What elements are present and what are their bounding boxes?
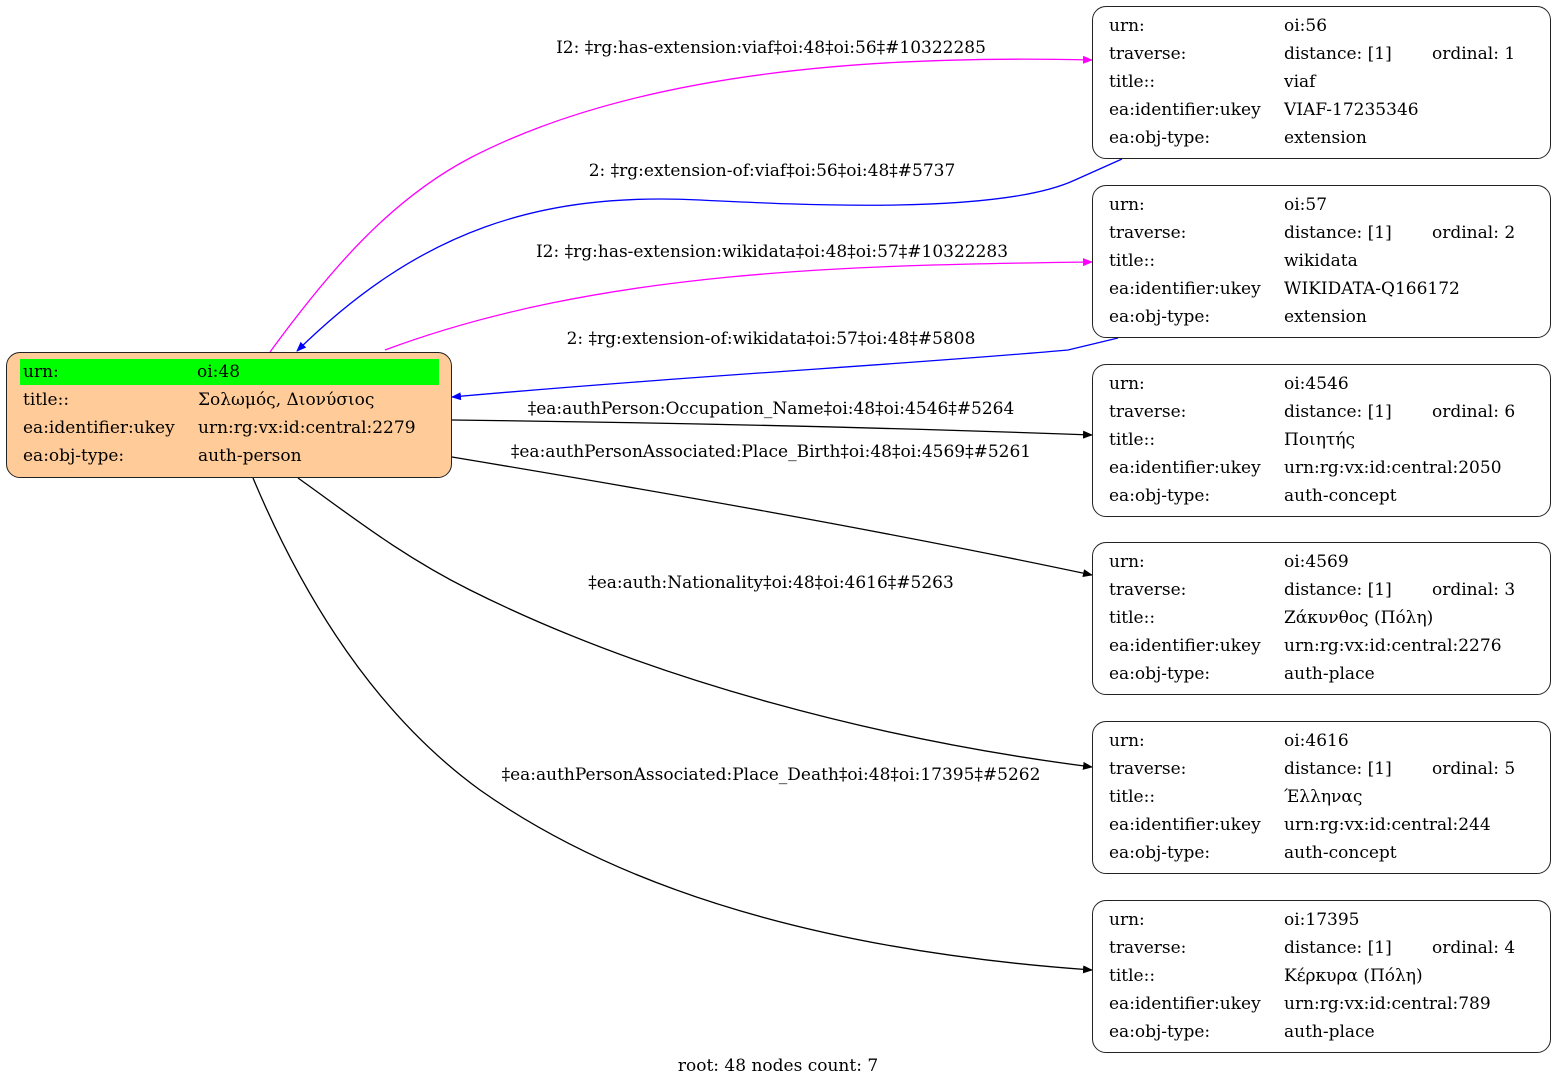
row-key: title:: [23,390,70,410]
row-key: title:: [1109,430,1156,450]
row-value: distance: [1] [1284,402,1392,422]
row-value: viaf [1284,72,1316,92]
related-node[interactable]: urn: oi:4569 traverse: distance: [1] ordinal… [1092,542,1551,695]
row-value: extension [1284,128,1367,148]
row-ordinal: ordinal: 4 [1432,938,1516,958]
edge-occupation-name [451,419,1093,439]
edge-label: 2: ‡rg:extension-of:viaf‡oi:56‡oi:48‡#57… [588,161,956,181]
row-key: traverse: [1109,938,1187,958]
row-key: title:: [1109,251,1156,271]
row-key: title:: [1109,72,1156,92]
row-value: oi:48 [194,359,439,385]
row-value: urn:rg:vx:id:central:2279 [198,418,416,438]
row-value: Σολωμός, Διονύσιος [198,390,375,410]
row-value: distance: [1] [1284,44,1392,64]
row-key: ea:obj-type: [1109,843,1211,863]
edge-extension-of-wikidata [451,337,1119,401]
row-key: ea:identifier:ukey [1109,279,1261,299]
row-value: distance: [1] [1284,580,1392,600]
row-key: traverse: [1109,759,1187,779]
row-value: auth-person [198,446,302,466]
row-value: oi:17395 [1284,910,1360,930]
row-value: auth-place [1284,664,1375,684]
edge-label: ‡ea:authPersonAssociated:Place_Death‡oi:… [501,765,1041,785]
row-value: Ποιητής [1284,430,1356,450]
row-key: ea:identifier:ukey [1109,994,1261,1014]
row-ordinal: ordinal: 1 [1432,44,1516,64]
root-node[interactable]: urn: oi:48 title:: Σολωμός, Διονύσιος ea… [6,352,452,478]
row-key: title:: [1109,966,1156,986]
row-key: ea:obj-type: [23,446,125,466]
row-key: ea:identifier:ukey [1109,458,1261,478]
row-value: distance: [1] [1284,759,1392,779]
row-key: traverse: [1109,580,1187,600]
row-ordinal: ordinal: 3 [1432,580,1516,600]
row-key: ea:identifier:ukey [1109,100,1261,120]
edge-place-death [252,477,1093,974]
row-key: urn: [1109,374,1145,394]
row-value: urn:rg:vx:id:central:2050 [1284,458,1502,478]
row-key: urn: [1109,910,1145,930]
row-key: urn: [1109,552,1145,572]
row-key: title:: [1109,787,1156,807]
related-node[interactable]: urn: oi:4546 traverse: distance: [1] ordinal… [1092,364,1551,517]
row-value: WIKIDATA-Q166172 [1284,279,1460,299]
row-value: auth-concept [1284,486,1397,506]
row-ordinal: ordinal: 5 [1432,759,1516,779]
row-key: ea:obj-type: [1109,1022,1211,1042]
edge-label: I2: ‡rg:has-extension:viaf‡oi:48‡oi:56‡#… [556,38,986,58]
related-node[interactable]: urn: oi:4616 traverse: distance: [1] ordinal… [1092,721,1551,874]
row-ordinal: ordinal: 6 [1432,402,1516,422]
row-value: Έλληνας [1284,787,1363,807]
row-key: ea:obj-type: [1109,486,1211,506]
row-key: urn: [1109,731,1145,751]
row-key: urn: [1109,16,1145,36]
row-key: title:: [1109,608,1156,628]
edge-nationality [297,477,1093,770]
row-value: urn:rg:vx:id:central:244 [1284,815,1491,835]
row-value: distance: [1] [1284,223,1392,243]
edge-label: 2: ‡rg:extension-of:wikidata‡oi:57‡oi:48… [566,329,976,349]
row-value: auth-concept [1284,843,1397,863]
row-value: urn:rg:vx:id:central:2276 [1284,636,1502,656]
row-value: oi:4569 [1284,552,1349,572]
row-key: traverse: [1109,223,1187,243]
row-value: Κέρκυρα (Πόλη) [1284,966,1423,986]
edge-label: ‡ea:authPerson:Occupation_Name‡oi:48‡oi:… [527,399,1015,419]
related-node[interactable]: urn: oi:57 traverse: distance: [1] ordinal: … [1092,185,1551,338]
row-key: ea:obj-type: [1109,307,1211,327]
row-key: ea:identifier:ukey [23,418,175,438]
related-node[interactable]: urn: oi:56 traverse: distance: [1] ordinal: … [1092,6,1551,159]
row-key: urn: [1109,195,1145,215]
row-key: traverse: [1109,402,1187,422]
edge-label: ‡ea:authPersonAssociated:Place_Birth‡oi:… [510,442,1032,462]
row-key: ea:obj-type: [1109,664,1211,684]
row-key: traverse: [1109,44,1187,64]
row-value: oi:56 [1284,16,1328,36]
row-key: urn: [20,359,195,385]
edge-label: I2: ‡rg:has-extension:wikidata‡oi:48‡oi:… [535,242,1009,262]
row-value: distance: [1] [1284,938,1392,958]
edge-has-extension-viaf [269,55,1093,353]
related-node[interactable]: urn: oi:17395 traverse: distance: [1] ordina… [1092,900,1551,1053]
row-value: auth-place [1284,1022,1375,1042]
edge-label: ‡ea:auth:Nationality‡oi:48‡oi:4616‡#5263 [588,573,954,593]
edge-has-extension-wikidata [384,258,1093,351]
row-value: Ζάκυνθος (Πόλη) [1284,608,1434,628]
row-value: extension [1284,307,1367,327]
row-ordinal: ordinal: 2 [1432,223,1516,243]
row-value: wikidata [1284,251,1358,271]
row-value: oi:4546 [1284,374,1349,394]
row-value: oi:57 [1284,195,1328,215]
row-key: ea:identifier:ukey [1109,815,1261,835]
edge-place-birth [451,456,1093,578]
row-value: urn:rg:vx:id:central:789 [1284,994,1491,1014]
row-value: oi:4616 [1284,731,1349,751]
row-key: ea:obj-type: [1109,128,1211,148]
graph-footer: root: 48 nodes count: 7 [677,1056,879,1076]
row-key: ea:identifier:ukey [1109,636,1261,656]
edge-extension-of-viaf [296,158,1123,352]
row-value: VIAF-17235346 [1284,100,1419,120]
